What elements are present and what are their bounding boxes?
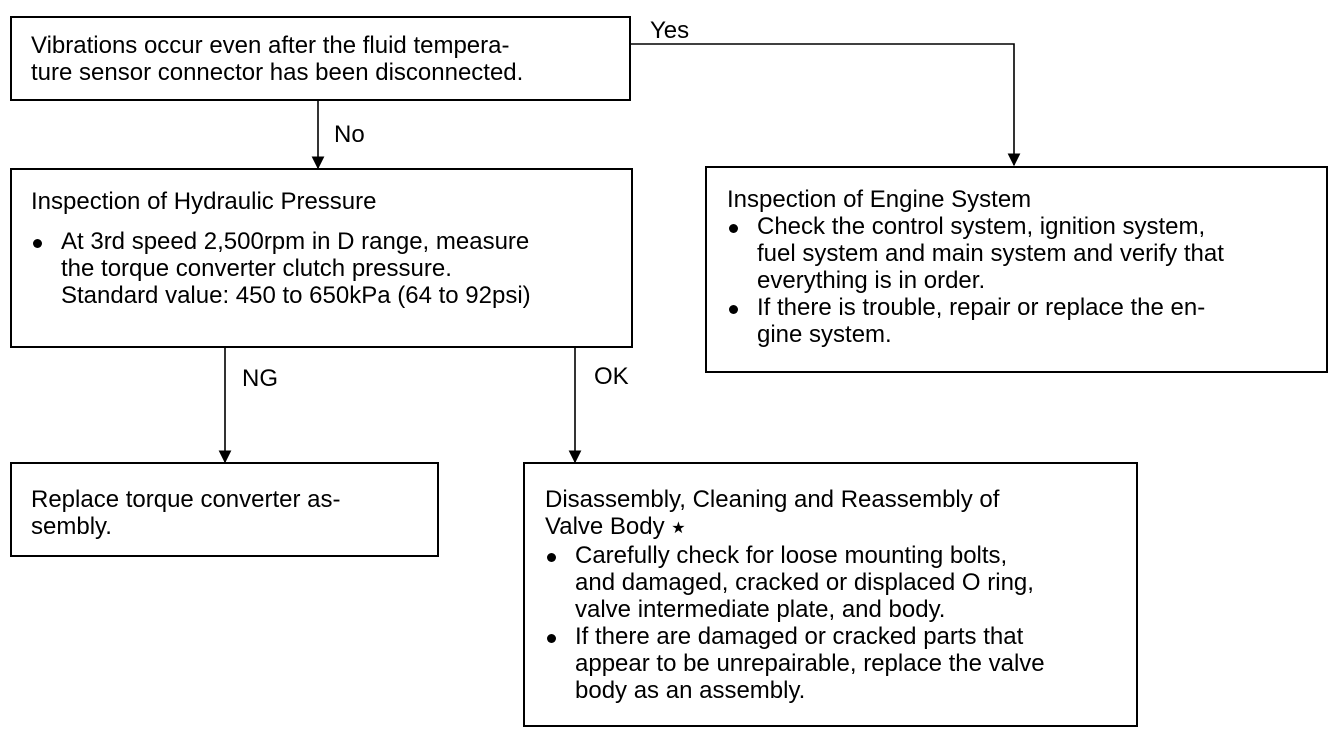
yes-label: Yes <box>650 17 690 44</box>
yes-connector <box>631 43 1021 167</box>
bullet-icon <box>729 224 738 233</box>
list-item: Check the control system, ignition syste… <box>727 213 1326 294</box>
star-icon: ★ <box>671 520 686 537</box>
ok-label: OK <box>594 363 629 390</box>
hydraulic-item-line-2: the torque converter clutch pressure. <box>61 255 452 282</box>
hydraulic-inspection-list: At 3rd speed 2,500rpm in D range, measur… <box>31 228 631 309</box>
hydraulic-item-line-1: At 3rd speed 2,500rpm in D range, measur… <box>61 228 530 255</box>
valve-body-box: Disassembly, Cleaning and Reassembly of … <box>523 462 1138 727</box>
engine-inspection-title: Inspection of Engine System <box>727 186 1032 213</box>
list-item: At 3rd speed 2,500rpm in D range, measur… <box>31 228 631 309</box>
replace-converter-line-2: sembly. <box>31 513 112 540</box>
replace-converter-line-1: Replace torque converter as- <box>31 486 341 513</box>
valve-item-2-line-3: body as an assembly. <box>575 677 806 704</box>
bullet-icon <box>547 634 556 643</box>
list-item: If there are damaged or cracked parts th… <box>545 623 1136 704</box>
engine-item-1-line-3: everything is in order. <box>757 267 986 294</box>
valve-item-1-line-2: and damaged, cracked or displaced O ring… <box>575 569 1034 596</box>
engine-item-1-line-2: fuel system and main system and verify t… <box>757 240 1224 267</box>
engine-inspection-box: Inspection of Engine System Check the co… <box>705 166 1328 373</box>
list-item: If there is trouble, repair or replace t… <box>727 294 1326 348</box>
replace-converter-box: Replace torque converter as- sembly. <box>10 462 439 557</box>
no-label: No <box>334 121 365 148</box>
engine-item-2-line-2: gine system. <box>757 321 892 348</box>
valve-item-1-line-1: Carefully check for loose mounting bolts… <box>575 542 1008 569</box>
bullet-icon <box>33 239 42 248</box>
valve-item-2-line-1: If there are damaged or cracked parts th… <box>575 623 1024 650</box>
valve-body-list: Carefully check for loose mounting bolts… <box>545 542 1136 704</box>
valve-body-title-text: Valve Body <box>545 513 665 540</box>
hydraulic-inspection-box: Inspection of Hydraulic Pressure At 3rd … <box>10 168 633 348</box>
bullet-icon <box>547 553 556 562</box>
engine-item-2-line-1: If there is trouble, repair or replace t… <box>757 294 1206 321</box>
valve-item-2-line-2: appear to be unrepairable, replace the v… <box>575 650 1045 677</box>
hydraulic-inspection-title: Inspection of Hydraulic Pressure <box>31 188 377 215</box>
engine-item-1-line-1: Check the control system, ignition syste… <box>757 213 1206 240</box>
valve-body-title-line-1: Disassembly, Cleaning and Reassembly of <box>545 486 1000 513</box>
bullet-icon <box>729 305 738 314</box>
list-item: Carefully check for loose mounting bolts… <box>545 542 1136 623</box>
valve-body-title-line-2: Valve Body ★ <box>545 513 1136 542</box>
valve-item-1-line-3: valve intermediate plate, and body. <box>575 596 946 623</box>
start-condition-line-1: Vibrations occur even after the fluid te… <box>31 32 510 59</box>
engine-inspection-list: Check the control system, ignition syste… <box>727 213 1326 348</box>
start-condition-box: Vibrations occur even after the fluid te… <box>10 16 631 101</box>
start-condition-line-2: ture sensor connector has been disconnec… <box>31 59 524 86</box>
ng-label: NG <box>242 365 278 392</box>
hydraulic-item-line-3: Standard value: 450 to 650kPa (64 to 92p… <box>61 282 531 309</box>
